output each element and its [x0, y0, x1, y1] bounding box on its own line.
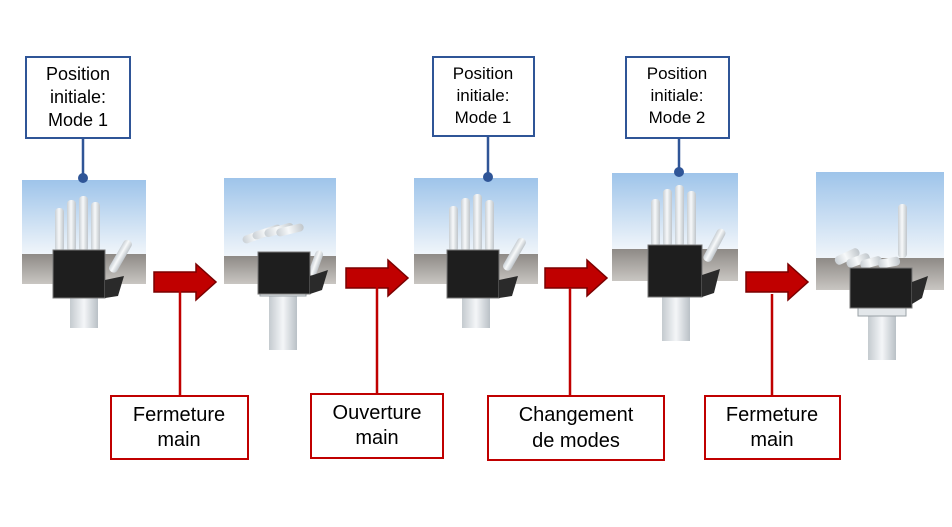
- action-label-3-line-2: de modes: [532, 430, 620, 452]
- palm: [849, 267, 913, 309]
- state-label-3-line-2: initiale:: [651, 86, 704, 105]
- state-label-1: Position initiale: Mode 1: [25, 56, 131, 183]
- arrow-3: [544, 258, 609, 298]
- state-label-2: Position initiale: Mode 1: [432, 56, 535, 182]
- state-label-2-line-3: Mode 1: [455, 108, 512, 127]
- fingers-open: [449, 194, 526, 271]
- fingers-folded: [242, 222, 324, 276]
- state-label-2-line-2: initiale:: [457, 86, 510, 105]
- anchor-dot: [78, 173, 88, 183]
- state-label-1-line-3: Mode 1: [48, 110, 108, 130]
- arrow-1: [153, 262, 218, 302]
- hand-panel-4: [612, 173, 738, 341]
- palm: [446, 249, 500, 299]
- hand-panel-3: [414, 178, 538, 328]
- wrist-cylinder: [269, 288, 297, 350]
- action-label-3-line-1: Changement: [519, 404, 634, 426]
- action-label-2-line-2: main: [355, 427, 398, 449]
- fingers-open: [55, 196, 132, 273]
- palm: [647, 244, 703, 298]
- action-label-1-line-1: Fermeture: [133, 404, 225, 426]
- fingers-pointing: [834, 204, 907, 269]
- state-label-3-line-1: Position: [647, 64, 707, 83]
- wrist-cylinder: [868, 308, 896, 360]
- arrow-4: [745, 262, 810, 302]
- state-label-3-line-3: Mode 2: [649, 108, 706, 127]
- hand-panel-1: [22, 180, 146, 328]
- action-label-3: Changement de modes: [487, 288, 665, 461]
- action-label-4-line-1: Fermeture: [726, 404, 818, 426]
- anchor-dot: [483, 172, 493, 182]
- action-label-1: Fermeture main: [110, 288, 249, 460]
- anchor-dot: [674, 167, 684, 177]
- palm: [257, 251, 311, 295]
- action-label-4: Fermeture main: [704, 294, 841, 460]
- action-label-2: Ouverture main: [310, 284, 444, 459]
- state-label-1-line-1: Position: [46, 64, 110, 84]
- action-label-1-line-2: main: [157, 429, 200, 451]
- state-label-1-line-2: initiale:: [50, 87, 106, 107]
- action-label-4-line-2: main: [750, 429, 793, 451]
- hand-panel-2: [224, 178, 336, 350]
- hand-panel-5: [816, 172, 944, 360]
- state-label-3: Position initiale: Mode 2: [625, 56, 730, 177]
- palm: [52, 249, 106, 299]
- arrow-2: [345, 258, 410, 298]
- fingers-open-mode-2: [651, 185, 726, 262]
- state-label-2-line-1: Position: [453, 64, 513, 83]
- action-label-2-line-1: Ouverture: [333, 402, 422, 424]
